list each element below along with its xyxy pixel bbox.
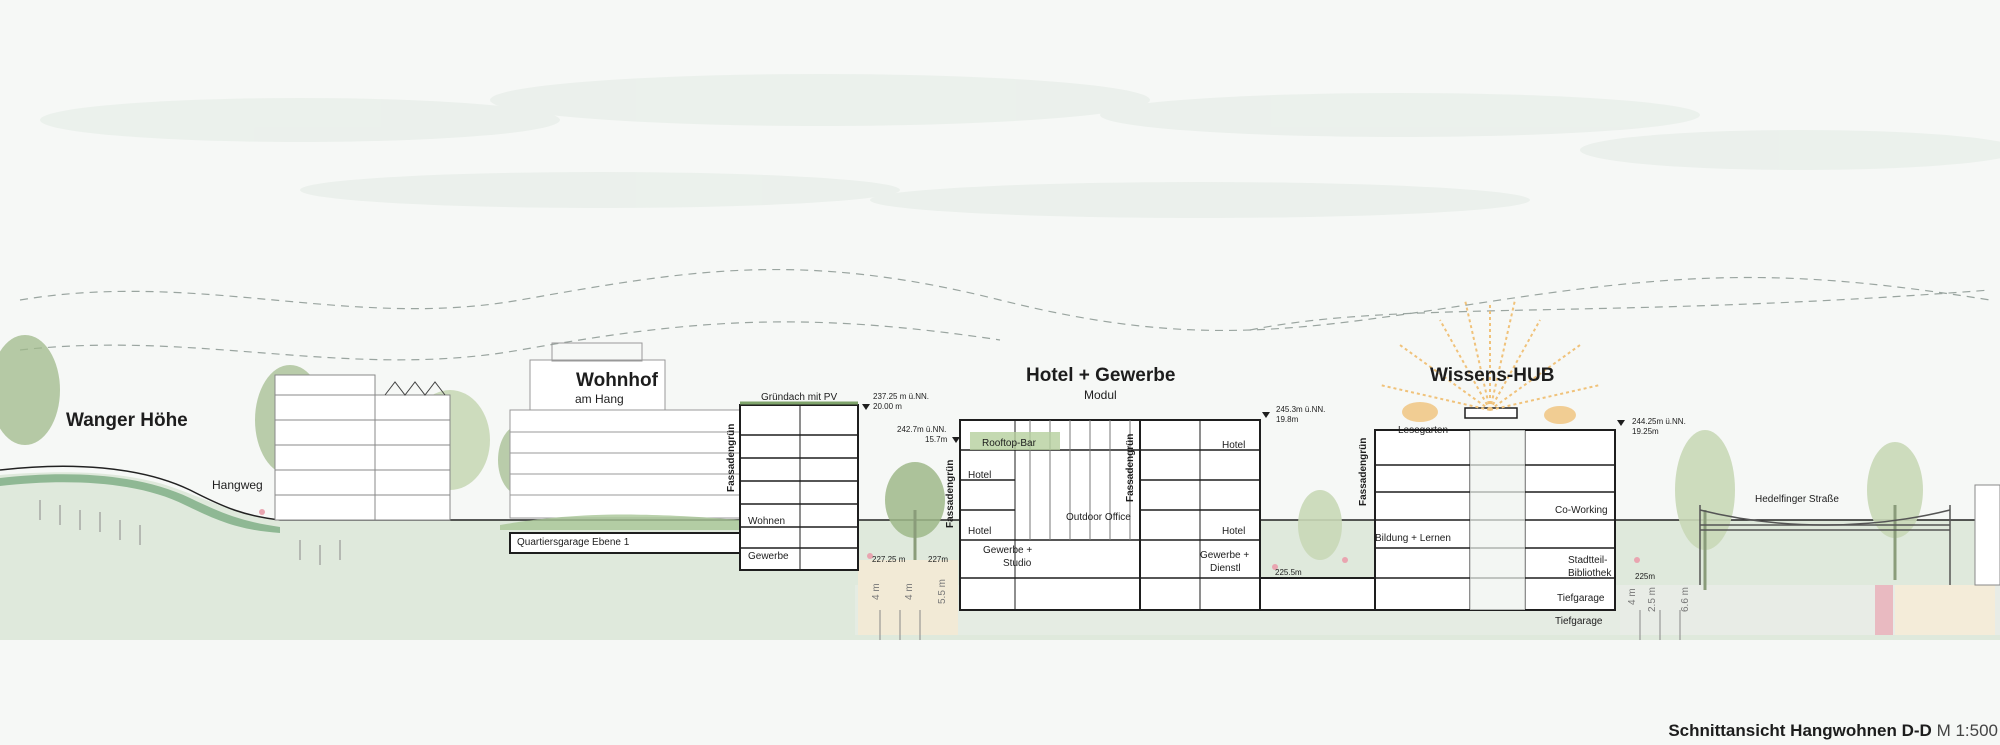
label-bibliothek-2: Bibliothek [1568, 568, 1612, 579]
section-tower-floors [740, 405, 858, 570]
label-fassadengruen-1: Fassadengrün [726, 423, 737, 492]
label-tiefgarage-2: Tiefgarage [1555, 616, 1603, 627]
label-fassadengruen-4: Fassadengrün [1358, 437, 1369, 506]
hill-surface [0, 465, 2000, 521]
elevation-4b: 19.25m [1632, 427, 1659, 436]
elevation-3a: 245.3m ü.NN. [1276, 405, 1326, 414]
people-accents [259, 509, 1640, 570]
building-left-tower [274, 374, 451, 521]
ground-elevation-3: 225.5m [1275, 568, 1302, 577]
groundwater-arrows [39, 500, 1681, 640]
label-lesegarten: Lesegarten [1398, 425, 1449, 436]
label-gruendach: Gründach mit PV [761, 392, 838, 403]
elevation-1b: 20.00 m [873, 402, 902, 411]
left-shaft-band [858, 560, 958, 635]
label-hotel-3: Hotel [1222, 440, 1246, 451]
drawing-title-scale: M 1:500 [1936, 721, 1998, 740]
label-co-working: Co-Working [1555, 505, 1608, 516]
left-tower-roof [384, 381, 446, 396]
dimension-3: 5.5 m [937, 578, 948, 604]
lesegarten-tree [1402, 402, 1438, 422]
label-hotel-1: Hotel [968, 470, 992, 481]
label-wohnhof: Wohnhof [576, 370, 658, 391]
right-building [1974, 484, 2000, 586]
modul-glass-frame [1029, 420, 1131, 540]
sky-clouds [40, 74, 2000, 218]
elevation-markers [862, 404, 1625, 443]
label-rooftop-bar: Rooftop-Bar [982, 438, 1036, 449]
dimension-1: 4 m [871, 583, 882, 600]
lesegarten-tree-2 [1544, 406, 1576, 424]
hill-green-band [0, 474, 280, 533]
label-hangweg: Hangweg [212, 478, 263, 492]
rooftop-bar-green [970, 432, 1060, 450]
building-section-tower [739, 404, 859, 571]
label-quartiersgarage: Quartiersgarage Ebene 1 [517, 537, 630, 548]
bridge [1699, 505, 1951, 585]
label-wissens-hub: Wissens-HUB [1430, 365, 1555, 386]
label-wohnen: Wohnen [748, 516, 786, 527]
ground-elevation-4: 225m [1635, 572, 1656, 581]
wohnhof-courtyard-green [500, 514, 740, 530]
dimension-4: 4 m [1627, 588, 1638, 605]
airflow-lines [19, 268, 1991, 361]
label-outdoor-office: Outdoor Office [1066, 512, 1131, 523]
dimension-6: 6.6 m [1680, 586, 1691, 612]
label-hotel-gewerbe: Hotel + Gewerbe [1026, 365, 1176, 386]
road-cream-strip [1895, 585, 1995, 635]
building-wohnhof [509, 342, 741, 519]
elevation-4a: 244.25m ü.NN. [1632, 417, 1686, 426]
ground-elevation-2: 227m [928, 555, 949, 564]
label-gewerbe-studio-2: Studio [1003, 558, 1032, 569]
label-wanger-hoehe: Wanger Höhe [66, 410, 188, 431]
label-wohnhof-sub: am Hang [575, 392, 624, 406]
label-gewerbe-dienstl-2: Dienstl [1210, 563, 1241, 574]
label-tiefgarage-1: Tiefgarage [1557, 593, 1605, 604]
label-hotel-4: Hotel [1222, 526, 1246, 537]
hub-atrium [1470, 430, 1525, 610]
drawing-title: Schnittansicht Hangwohnen D-D M 1:500 [1668, 721, 1998, 741]
sun-rays [1379, 299, 1601, 411]
ground-elevation-1: 227.25 m [872, 555, 906, 564]
elevation-2b: 15.7m [925, 435, 948, 444]
label-hotel-2: Hotel [968, 526, 992, 537]
elevation-2a: 242.7m ü.NN. [897, 425, 947, 434]
dimension-2: 4 m [904, 583, 915, 600]
elevation-1a: 237.25 m ü.NN. [873, 392, 930, 401]
label-hedelfinger: Hedelfinger Straße [1755, 494, 1839, 505]
label-modul: Modul [1084, 388, 1117, 402]
label-fassadengruen-2: Fassadengrün [945, 459, 956, 528]
label-gewerbe-dienstl-1: Gewerbe + [1200, 550, 1250, 561]
drawing-title-main: Schnittansicht Hangwohnen D-D [1668, 721, 1932, 740]
label-bibliothek-1: Stadtteil- [1568, 555, 1608, 566]
dimension-5: 2.5 m [1647, 586, 1658, 612]
label-gewerbe: Gewerbe [748, 551, 789, 562]
label-bildung: Bildung + Lernen [1375, 533, 1451, 544]
label-fassadengruen-3: Fassadengrün [1125, 433, 1136, 502]
road-pink-strip [1875, 585, 1893, 635]
basement-link [1259, 577, 1376, 611]
elevation-3b: 19.8m [1276, 415, 1299, 424]
label-gewerbe-studio-1: Gewerbe + [983, 545, 1033, 556]
